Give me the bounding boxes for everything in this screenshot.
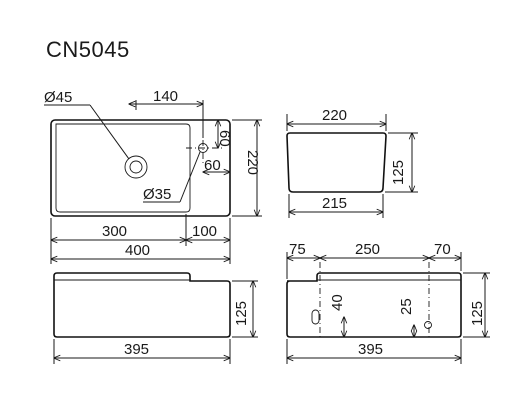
depth-label: 220: [244, 150, 261, 175]
overall-width-label: 400: [125, 242, 150, 259]
deck-width-label: 100: [192, 223, 217, 240]
side-view: 220 215 125: [286, 107, 418, 218]
rear-drain-slot: [311, 309, 320, 325]
rear-width-label: 395: [358, 341, 383, 358]
tap-diameter-label: Ø35: [143, 186, 171, 203]
basin-outline: [50, 119, 231, 217]
dia35-leader: [179, 151, 201, 203]
rear-left-hole-height-label: 40: [329, 294, 346, 311]
hole-offset-label: 140: [153, 88, 178, 105]
bowl-width-label: 300: [102, 223, 127, 240]
front-view: 125 395: [53, 272, 258, 364]
front-height-label: 125: [233, 301, 250, 326]
front-width-label: 395: [124, 341, 149, 358]
side-bottom-width-label: 215: [322, 195, 347, 212]
side-profile: [286, 132, 387, 193]
side-height-label: 125: [390, 160, 407, 185]
rear-spacing-label: 250: [355, 241, 380, 258]
rear-height-label: 125: [469, 301, 486, 326]
model-title: CN5045: [46, 37, 130, 62]
bowl-outline: [55, 123, 191, 213]
rear-right-hole-height-label: 25: [398, 298, 415, 315]
rear-profile: [286, 272, 462, 338]
drain-diameter-label: Ø45: [44, 89, 72, 106]
drain-inner: [129, 160, 143, 174]
rear-left-offset-label: 75: [289, 241, 306, 258]
top-view: Ø45 140 60 60 Ø35 220 300 100 400: [44, 88, 262, 264]
front-profile: [53, 272, 231, 338]
tap-side-label: 60: [204, 157, 221, 174]
dia45-leader: [89, 104, 130, 160]
rear-view: 75 250 70 40 25 125 395: [286, 241, 490, 364]
drain-outer: [124, 155, 148, 179]
rear-tap-hole: [424, 321, 432, 329]
side-top-width-label: 220: [322, 107, 347, 124]
tap-edge-label: 60: [216, 130, 233, 147]
rear-right-offset-label: 70: [434, 241, 451, 258]
